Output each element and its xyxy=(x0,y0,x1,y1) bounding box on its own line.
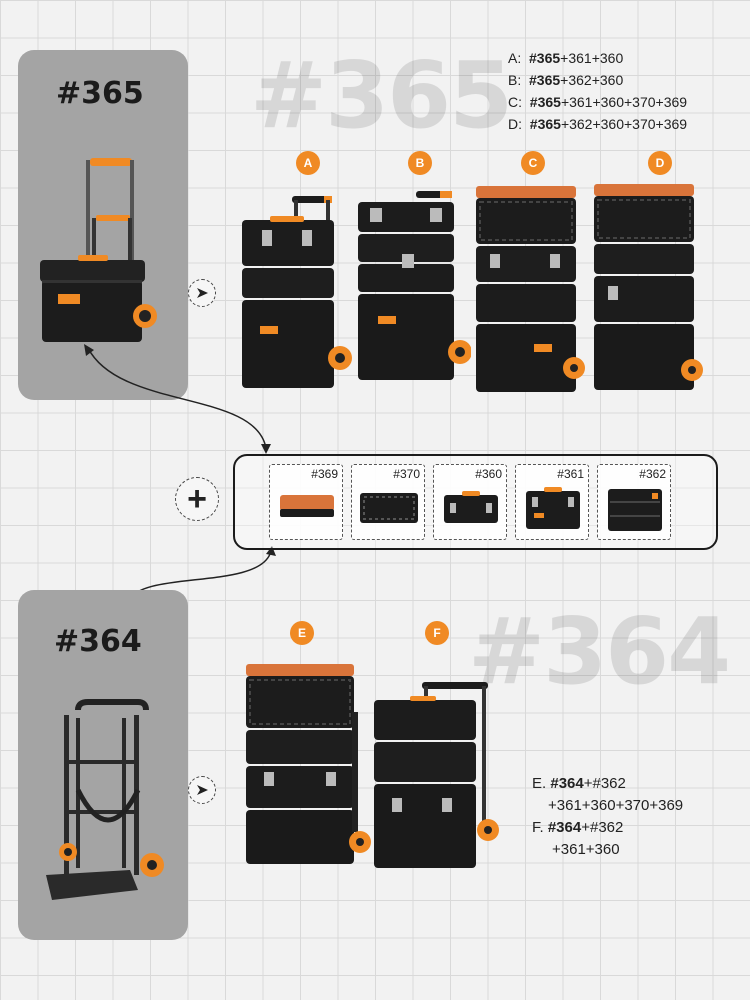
config-c: C: #365+361+360+370+369 xyxy=(508,94,688,110)
config-a: A: #365+361+360 xyxy=(508,50,624,66)
arrow-button-bottom xyxy=(188,776,216,804)
configuration-e-image xyxy=(246,664,371,864)
plus-icon: + xyxy=(187,480,207,518)
config-e: E. #364+#362 xyxy=(532,775,626,792)
model-365-panel: #365 xyxy=(18,50,188,400)
trolley-365-image xyxy=(40,158,157,342)
watermark-364: #364 xyxy=(468,598,731,705)
accessory-362: #362 xyxy=(597,464,671,540)
model-364-title: #364 xyxy=(54,624,142,659)
plus-button: + xyxy=(175,477,219,521)
config-f: F. #364+#362 xyxy=(532,819,624,836)
accessory-370: #370 xyxy=(351,464,425,540)
badge-c: C xyxy=(521,151,545,175)
badge-d: D xyxy=(648,151,672,175)
config-list-bottom: E. #364+#362 +361+360+370+369 F. #364+#3… xyxy=(532,773,683,861)
model-365-title: #365 xyxy=(56,76,144,111)
arrow-right-icon xyxy=(197,785,208,795)
accessory-360: #360 xyxy=(433,464,507,540)
toolbox-360-image xyxy=(444,491,498,523)
badge-a: A xyxy=(296,151,320,175)
config-d: D: #365+362+360+370+369 xyxy=(508,116,688,132)
accessory-label: #362 xyxy=(639,467,666,481)
watermark-365: #365 xyxy=(250,42,513,149)
accessory-369: #369 xyxy=(269,464,343,540)
accessory-label: #360 xyxy=(475,467,502,481)
accessory-label: #361 xyxy=(557,467,584,481)
config-f-line2: +361+360 xyxy=(552,841,620,858)
configuration-b-image xyxy=(358,191,471,380)
toolbox-361-image xyxy=(526,487,580,529)
trolley-364-image xyxy=(46,699,164,900)
arrow-right-icon xyxy=(197,288,208,298)
badge-b: B xyxy=(408,151,432,175)
configuration-a-image xyxy=(242,196,352,388)
configuration-f-image xyxy=(374,682,499,868)
model-364-panel: #364 xyxy=(18,590,188,940)
accessories-frame: #369 #370 #360 #361 #362 xyxy=(233,454,718,550)
badge-e: E xyxy=(290,621,314,645)
badge-f: F xyxy=(425,621,449,645)
accessory-label: #369 xyxy=(311,467,338,481)
config-list-top: A: #365+361+360 B: #365+362+360 C: #365+… xyxy=(508,47,687,135)
config-e-line2: +361+360+370+369 xyxy=(548,797,684,814)
crate-370-image xyxy=(360,493,418,523)
configuration-c-image xyxy=(476,186,585,392)
accessory-361: #361 xyxy=(515,464,589,540)
drawer-362-image xyxy=(608,489,662,531)
accessory-label: #370 xyxy=(393,467,420,481)
arrow-button-top xyxy=(188,279,216,307)
config-b: B: #365+362+360 xyxy=(508,72,624,88)
organizer-369-image xyxy=(280,495,334,517)
configuration-d-image xyxy=(594,184,703,390)
